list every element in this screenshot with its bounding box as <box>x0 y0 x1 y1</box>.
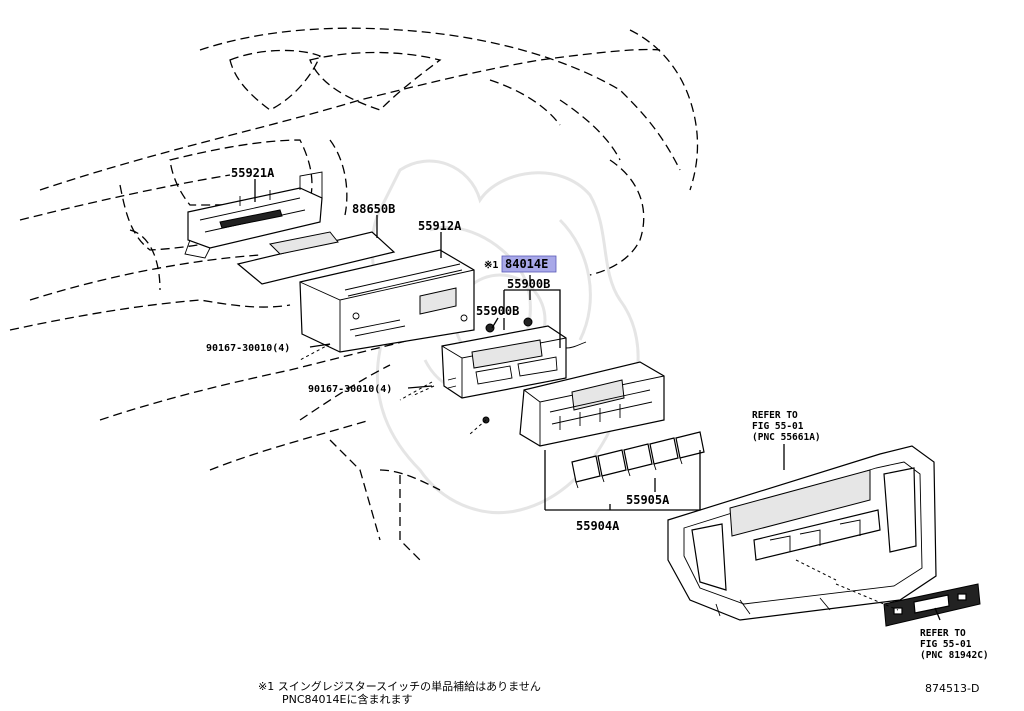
label-55921A: 55921A <box>231 166 275 180</box>
label-55904A: 55904A <box>576 519 620 533</box>
label-55900B-top: 55900B <box>507 277 550 291</box>
label-55900B-left: 55900B <box>476 304 519 318</box>
label-55905A: 55905A <box>626 493 670 507</box>
label-90167-upper: 90167-30010(4) <box>206 343 290 354</box>
ref2-line1: REFER TO <box>920 628 966 639</box>
ref1-line2: FIG 55-01 <box>752 421 804 432</box>
label-84014E: 84014E <box>505 257 548 271</box>
ref1-line1: REFER TO <box>752 410 798 421</box>
part-55921A-bracket <box>184 171 323 259</box>
part-84014E-control <box>441 317 587 424</box>
part-switch-81942C <box>883 583 981 627</box>
part-55912A-housing <box>299 249 475 353</box>
part-55904A-panel <box>519 361 665 447</box>
label-88650B: 88650B <box>352 202 395 216</box>
part-55905A-buttons <box>571 431 705 489</box>
reference-notes: REFER TO FIG 55-01 (PNC 55661A) REFER TO… <box>752 410 989 661</box>
label-90167-lower: 90167-30010(4) <box>308 384 392 395</box>
part-bezel-55661A <box>667 445 937 621</box>
part-labels: 55921A 88650B 55912A ※1 84014E 55900B 55… <box>206 166 670 533</box>
highlight-84014E <box>501 255 557 273</box>
label-star1: ※1 <box>484 260 498 271</box>
diagram-id: 874513-D <box>925 682 979 695</box>
ref1-line3: (PNC 55661A) <box>752 432 821 443</box>
ref2-line2: FIG 55-01 <box>920 639 972 650</box>
dashboard-outline <box>9 27 699 561</box>
part-88650B-panel <box>236 231 396 285</box>
leader-lines <box>254 179 941 621</box>
ref2-line3: (PNC 81942C) <box>920 650 989 661</box>
footnote-line2: PNC84014Eに含まれます <box>282 692 413 706</box>
footer: ※1 スイングレジスタースイッチの単品補給はありません PNC84014Eに含ま… <box>258 679 979 706</box>
label-55912A: 55912A <box>418 219 462 233</box>
footnote-line1: ※1 スイングレジスタースイッチの単品補給はありません <box>258 679 541 693</box>
